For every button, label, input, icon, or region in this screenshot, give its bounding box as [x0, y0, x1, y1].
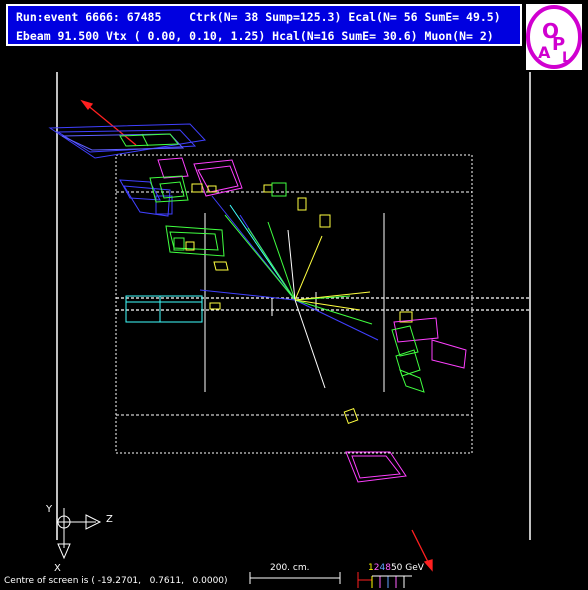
- scale-bar: [249, 572, 341, 584]
- run-event-line: Run:event 6666: 67485 Ctrk(N= 38 Sump=12…: [16, 10, 501, 24]
- cluster-bottom: [343, 408, 407, 483]
- tracks: [199, 195, 379, 389]
- energy-legend-bars: [357, 572, 412, 588]
- opal-logo-graphic: O P A L: [526, 5, 582, 69]
- event-info-header: Run:event 6666: 67485 Ctrk(N= 38 Sump=12…: [6, 4, 522, 46]
- axis-z-label: Z: [106, 514, 113, 525]
- svg-text:O: O: [542, 19, 559, 43]
- energy-legend-4: 4: [379, 563, 386, 573]
- svg-text:A: A: [538, 43, 551, 62]
- svg-text:L: L: [562, 50, 571, 66]
- outer-frame: [56, 72, 531, 540]
- energy-scale-legend: 124850 GeV: [368, 563, 424, 573]
- hcal-cluster-left: [165, 225, 229, 271]
- energy-legend-2: 2: [373, 563, 380, 573]
- beam-vertex-line: Ebeam 91.500 Vtx ( 0.00, 0.10, 1.25) Hca…: [16, 29, 494, 43]
- ecal-cluster-top: [149, 157, 331, 228]
- cluster-right: [391, 311, 467, 393]
- energy-legend-1: 1: [368, 563, 374, 573]
- scale-label: 200. cm.: [270, 563, 310, 573]
- axis-y-label: Y: [46, 504, 53, 515]
- screen-centre-text: Centre of screen is ( -19.2701, 0.7611, …: [4, 576, 228, 586]
- axis-x-label: X: [54, 563, 61, 574]
- cyan-cluster-left: [125, 295, 221, 323]
- svg-text:P: P: [552, 34, 565, 55]
- energy-legend-8: 8: [385, 563, 391, 573]
- beam-arrows: [80, 99, 433, 572]
- energy-legend-50gev: 50 GeV: [390, 563, 424, 573]
- endcap-cluster-upper-left: [48, 123, 207, 217]
- opal-logo: O P A L: [526, 4, 582, 70]
- axis-indicator: [57, 508, 102, 560]
